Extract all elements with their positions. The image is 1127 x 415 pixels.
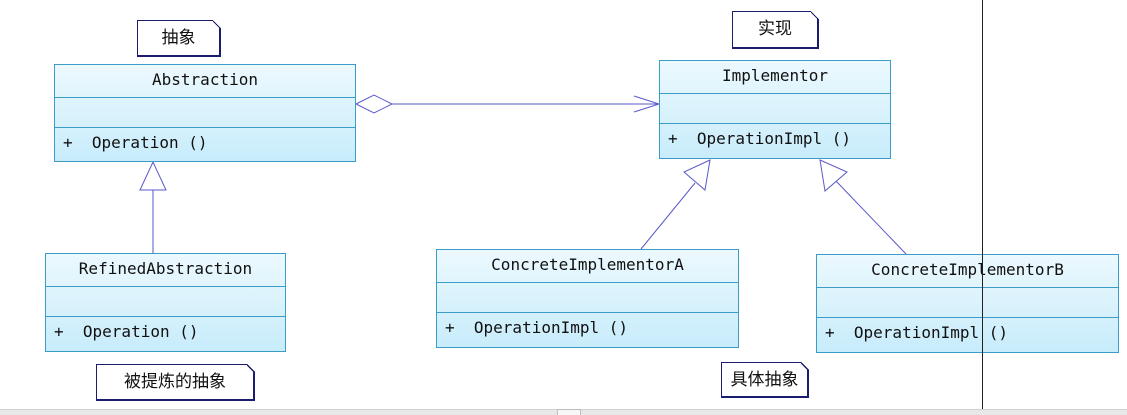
class-implementor[interactable]: Implementor + OperationImpl () [659,60,891,159]
operation-label: + OperationImpl () [445,318,629,337]
note-fold-icon [213,20,221,28]
class-name: RefinedAbstraction [46,254,285,287]
class-name: Implementor [660,61,890,94]
aggregation-arrowhead [633,95,661,113]
bottom-tab-handle[interactable] [557,409,581,415]
generalization-line-concrete-b[interactable] [835,180,907,255]
generalization-triangle-concrete-a [683,159,711,191]
note-abstraction[interactable]: 抽象 [137,20,221,57]
note-fold-icon [801,362,809,370]
attributes-compartment [46,287,285,317]
attributes-compartment [817,288,1118,318]
class-concrete-implementor-b[interactable]: ConcreteImplementorB + OperationImpl () [816,254,1119,353]
attributes-compartment [437,283,738,313]
note-text: 被提炼的抽象 [124,372,226,392]
note-refined[interactable]: 被提炼的抽象 [96,364,255,401]
attributes-compartment [55,98,355,128]
class-name: Abstraction [55,65,355,98]
operation-label: + Operation () [63,133,208,152]
aggregation-diamond[interactable] [354,94,394,114]
note-fold-icon [247,364,255,372]
generalization-triangle-refined [139,160,167,191]
operation-label: + OperationImpl () [668,129,852,148]
note-text: 实现 [758,19,792,39]
note-implementation[interactable]: 实现 [732,11,819,49]
note-text: 抽象 [161,28,196,48]
class-abstraction[interactable]: Abstraction + Operation () [54,64,356,162]
operation-label: + Operation () [54,322,199,341]
operation-label: + OperationImpl () [825,323,1009,342]
note-text: 具体抽象 [730,370,799,390]
page-boundary-line [982,0,983,412]
generalization-triangle-concrete-b [819,159,848,192]
note-fold-icon [811,11,819,19]
generalization-line-concrete-a[interactable] [640,182,696,250]
class-name: ConcreteImplementorA [437,250,738,283]
class-refined-abstraction[interactable]: RefinedAbstraction + Operation () [45,253,286,352]
note-concrete[interactable]: 具体抽象 [721,362,809,398]
class-name: ConcreteImplementorB [817,255,1118,288]
class-concrete-implementor-a[interactable]: ConcreteImplementorA + OperationImpl () [436,249,739,348]
attributes-compartment [660,94,890,124]
